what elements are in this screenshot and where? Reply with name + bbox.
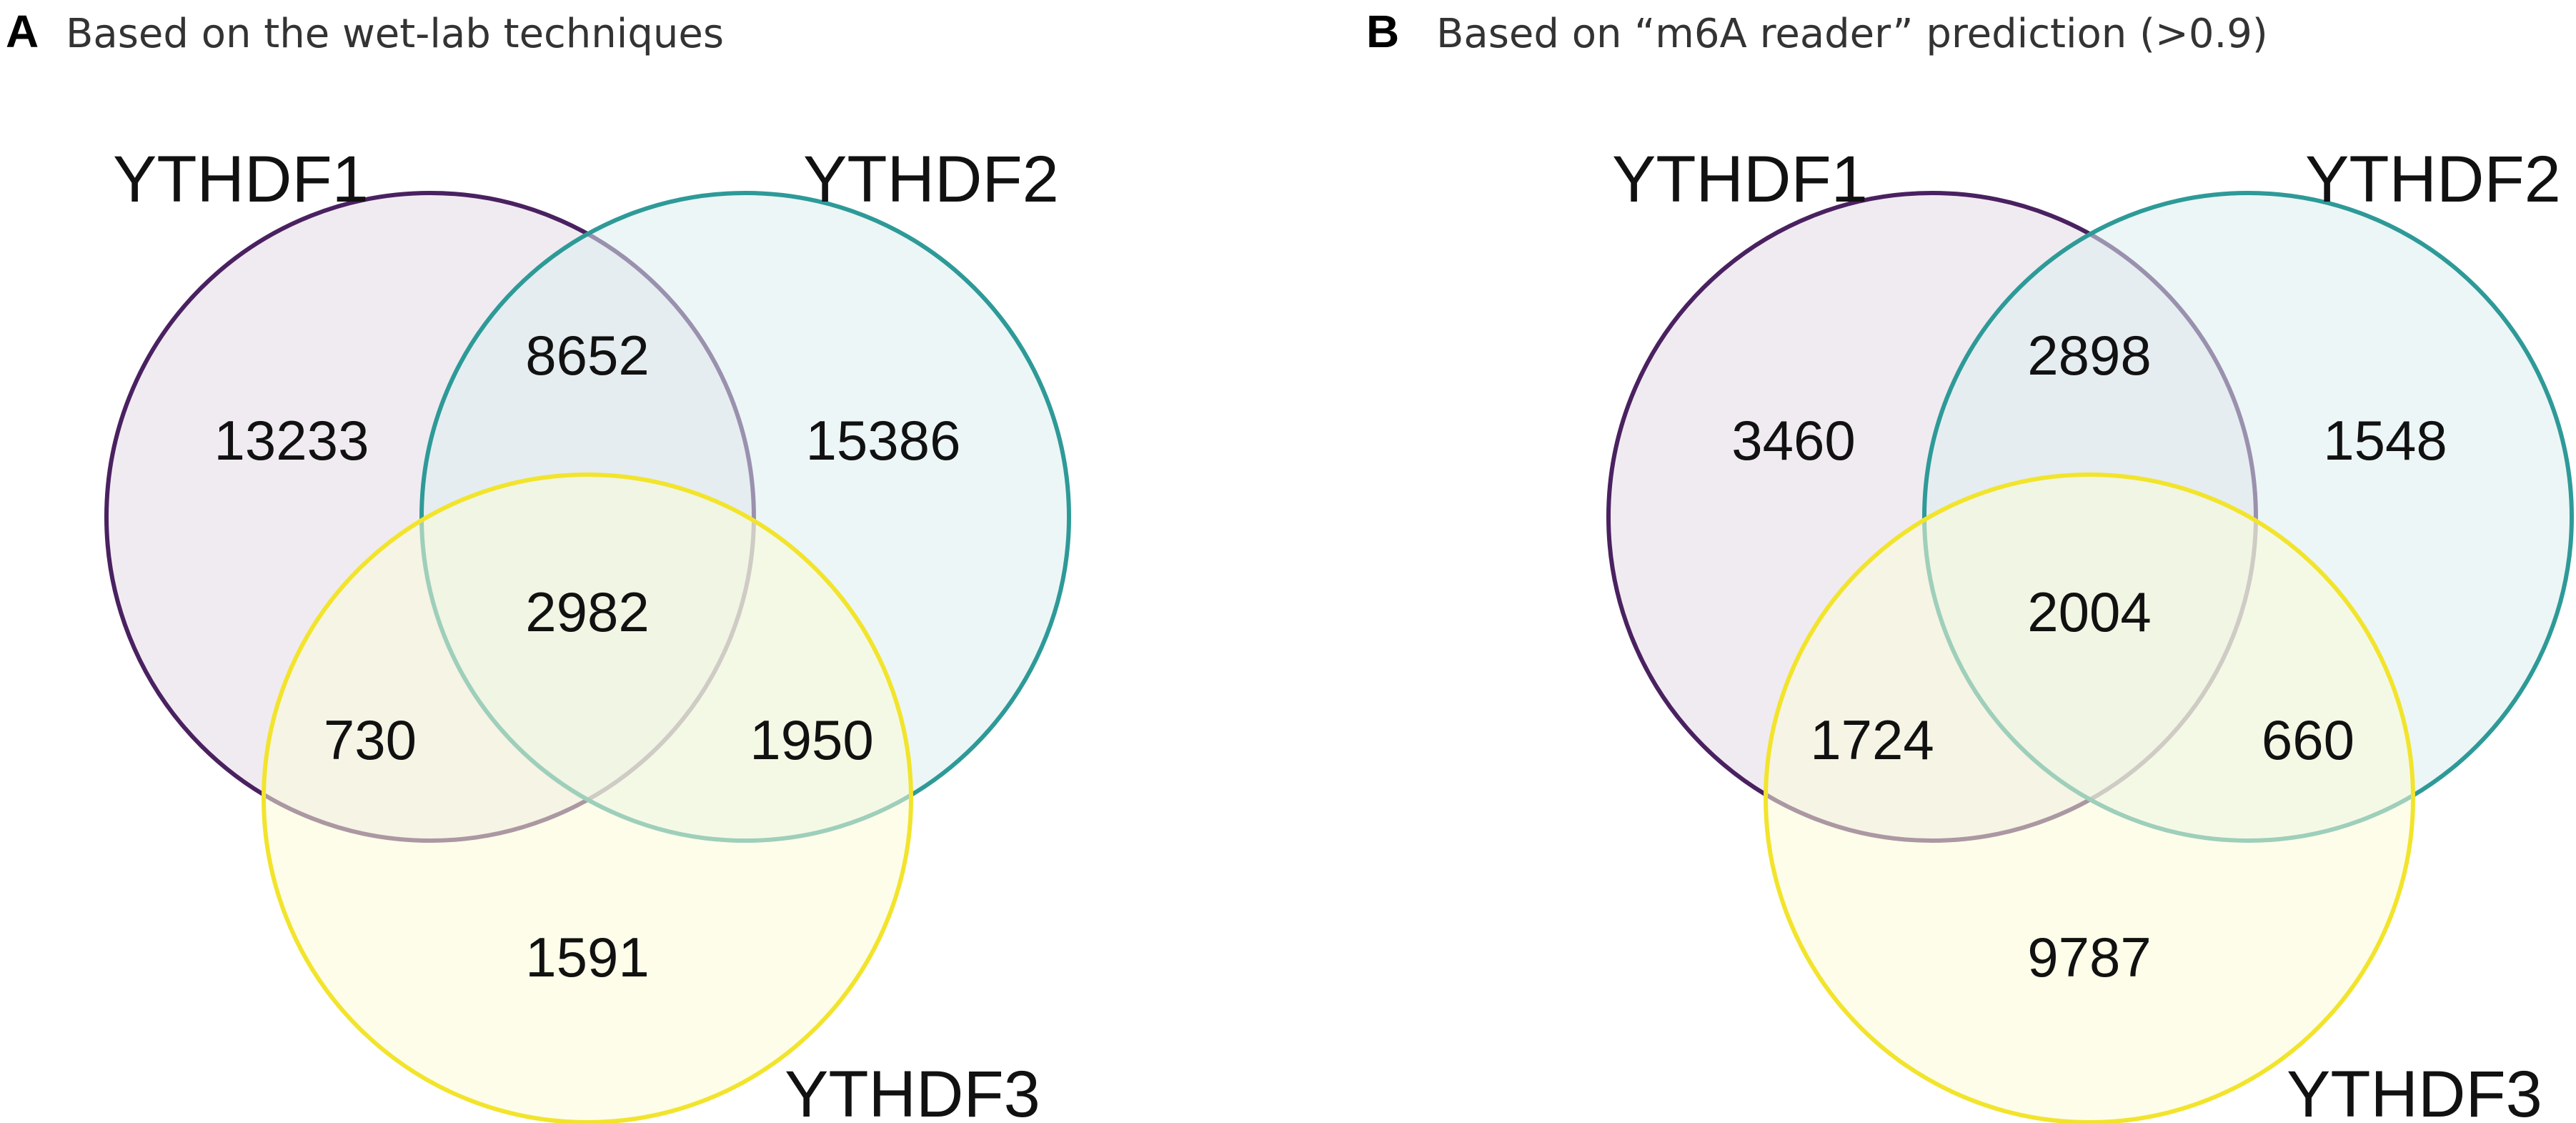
panel-b-ythdf3-label: YTHDF3	[2287, 1058, 2542, 1123]
panel-a-letter: A	[6, 6, 39, 57]
panel-b-count-ythdf1-ythdf3: 1724	[1810, 708, 1934, 771]
panel-a-title: Based on the wet-lab techniques	[66, 11, 724, 57]
panel-a-count-ythdf1-ythdf2: 8652	[525, 324, 650, 387]
panel-a-ythdf1-label: YTHDF1	[113, 143, 369, 216]
panel-a-count-all-three: 2982	[525, 580, 650, 643]
panel-b-count-ythdf1-only: 3460	[1731, 409, 1856, 472]
panel-a-ythdf2-label: YTHDF2	[803, 143, 1059, 216]
panel-a: A Based on the wet-lab techniques YTHDF1…	[6, 6, 1071, 1123]
panel-a-count-ythdf1-only: 13233	[214, 409, 369, 472]
panel-b-ythdf1-label: YTHDF1	[1612, 143, 1868, 216]
panel-b-ythdf2-label: YTHDF2	[2305, 143, 2561, 216]
panel-a-count-ythdf1-ythdf3: 730	[324, 708, 417, 771]
panel-b-count-ythdf2-ythdf3: 660	[2262, 708, 2354, 771]
panel-a-count-ythdf3-only: 1591	[525, 926, 650, 989]
panel-b-title: Based on “m6A reader” prediction (>0.9)	[1436, 11, 2268, 57]
panel-b-count-all-three: 2004	[2027, 580, 2152, 643]
panel-a-ythdf3-circle	[262, 473, 913, 1123]
panel-a-count-ythdf2-only: 15386	[806, 409, 961, 472]
panel-b-count-ythdf3-only: 9787	[2027, 926, 2152, 989]
panel-b: B Based on “m6A reader” prediction (>0.9…	[1366, 6, 2574, 1123]
panel-b-count-ythdf2-only: 1548	[2323, 409, 2447, 472]
panel-a-ythdf3-label: YTHDF3	[785, 1058, 1040, 1123]
panel-a-count-ythdf2-ythdf3: 1950	[750, 708, 874, 771]
panel-b-count-ythdf1-ythdf2: 2898	[2027, 324, 2152, 387]
panel-b-letter: B	[1366, 6, 1399, 57]
panel-b-ythdf3-circle	[1764, 473, 2415, 1123]
